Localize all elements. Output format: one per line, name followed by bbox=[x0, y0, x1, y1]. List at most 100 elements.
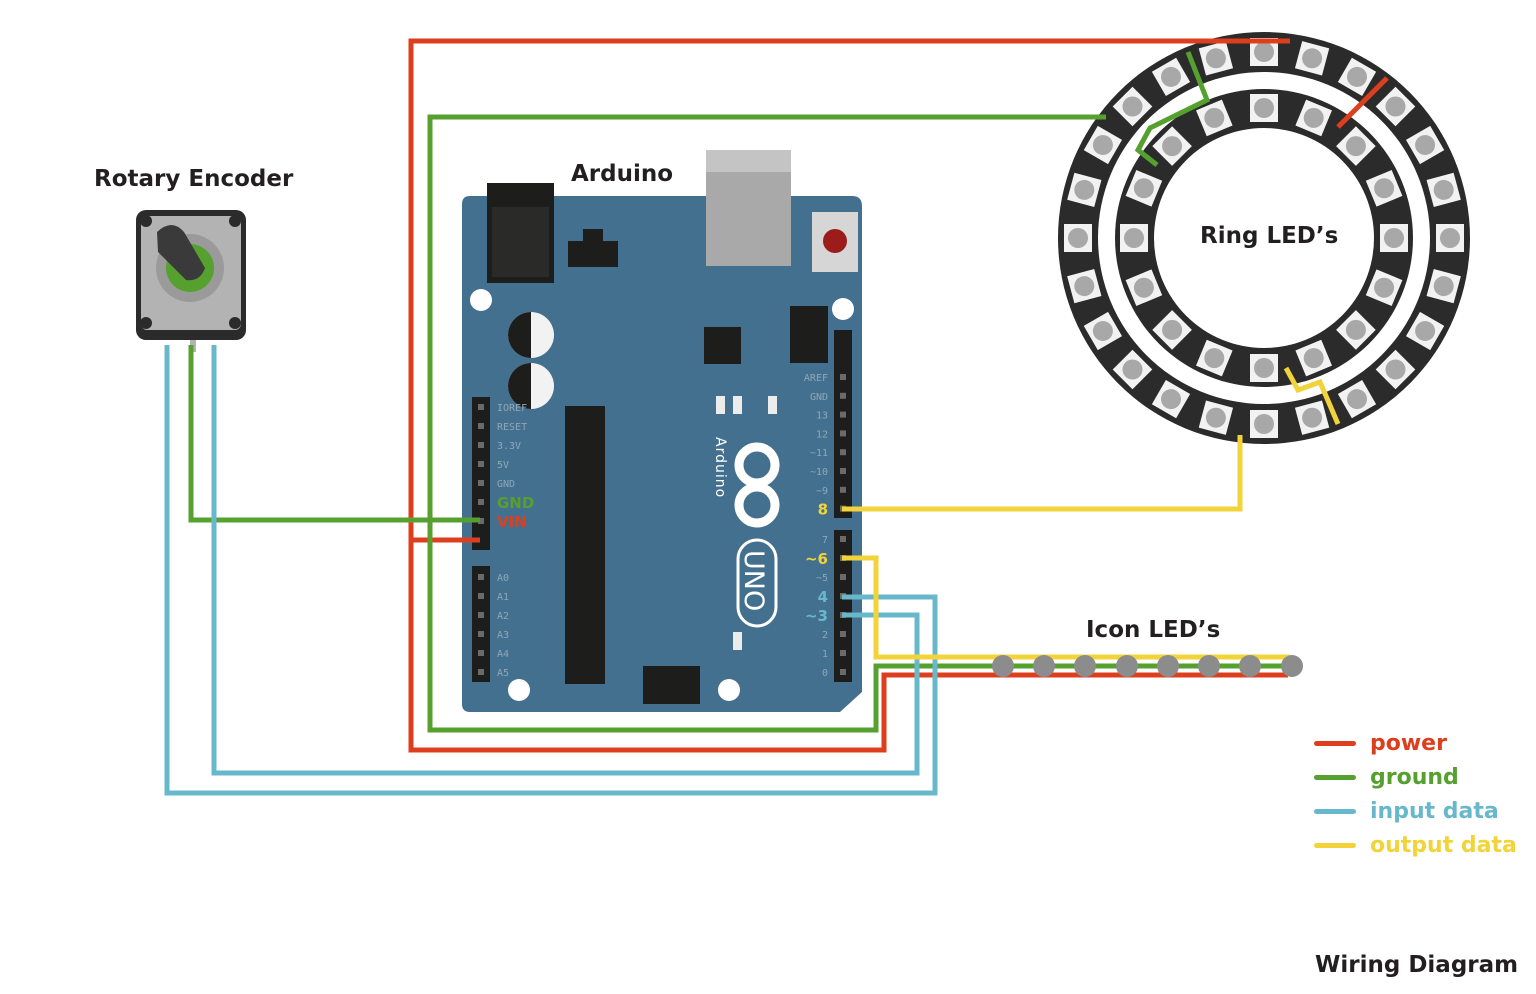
header-pin bbox=[478, 650, 484, 656]
header-pin bbox=[840, 486, 846, 493]
wire-output-inner bbox=[1283, 366, 1341, 425]
wire-ground-inner bbox=[1134, 51, 1211, 167]
icon-led bbox=[1157, 655, 1179, 677]
ring-led-pixel bbox=[1125, 269, 1163, 306]
ring-led-pixel bbox=[1064, 224, 1092, 252]
rotary-encoder bbox=[136, 210, 246, 352]
atmega-chip bbox=[565, 406, 605, 684]
pin-label-gnd: GND bbox=[497, 494, 534, 512]
pin-label-5: ~5 bbox=[816, 573, 828, 584]
header-pin bbox=[478, 461, 484, 467]
ring-led-pixel bbox=[1405, 311, 1445, 351]
pin-label-13: 13 bbox=[816, 411, 828, 422]
wire-ground-ring bbox=[427, 114, 1106, 520]
pin-label-gnd: GND bbox=[810, 392, 828, 403]
header-pin bbox=[478, 423, 484, 429]
pin-label-7: 7 bbox=[822, 535, 828, 546]
header-pin bbox=[478, 612, 484, 618]
rotary-encoder-label: Rotary Encoder bbox=[94, 166, 294, 192]
header-pin bbox=[840, 631, 846, 637]
ring-led-board bbox=[1058, 32, 1470, 444]
header-power bbox=[472, 397, 490, 550]
header-pin bbox=[840, 374, 846, 380]
arduino-label: Arduino bbox=[571, 161, 674, 187]
icon-led bbox=[1074, 655, 1096, 677]
header-analog bbox=[472, 566, 490, 682]
pin-label-1: 1 bbox=[822, 649, 828, 660]
legend-item-output-data: output data bbox=[1314, 830, 1517, 860]
pin-label-4: 4 bbox=[818, 588, 828, 606]
ring-led-pixel bbox=[1151, 379, 1191, 419]
pin-label-gnd: GND bbox=[497, 479, 515, 490]
ring-led-pixel bbox=[1426, 268, 1461, 304]
board-model: UNO bbox=[738, 550, 769, 611]
pin-label-9: ~9 bbox=[816, 486, 828, 497]
ring-led-pixel bbox=[1405, 125, 1445, 165]
legend-swatch-ground bbox=[1314, 774, 1356, 780]
legend-label-ground: ground bbox=[1370, 764, 1459, 790]
ring-led-pixel bbox=[1067, 268, 1102, 304]
pin-label-ioref: IOREF bbox=[497, 403, 527, 414]
pin-label-a4: A4 bbox=[497, 649, 509, 660]
header-pin bbox=[478, 593, 484, 599]
legend-swatch-power bbox=[1314, 740, 1356, 746]
header-pin bbox=[478, 499, 484, 505]
icon-led-strip bbox=[992, 655, 1303, 677]
ring-led-pixel bbox=[1294, 41, 1330, 76]
header-pin bbox=[840, 669, 846, 675]
header-pin bbox=[840, 392, 846, 399]
header-pin bbox=[840, 449, 846, 456]
ring-led-pixel bbox=[1125, 170, 1163, 207]
header-pin bbox=[478, 480, 484, 486]
ring-led-pixel bbox=[1436, 224, 1464, 252]
header-pin bbox=[840, 574, 846, 580]
pin-label-2: 2 bbox=[822, 630, 828, 641]
legend-label-power: power bbox=[1370, 730, 1447, 756]
header-digital-bottom bbox=[834, 530, 852, 682]
wire-power-icon bbox=[408, 540, 1288, 753]
ring-led-pixel bbox=[1196, 339, 1233, 377]
pin-label-reset: RESET bbox=[497, 422, 527, 433]
ring-led-pixel bbox=[1365, 269, 1403, 306]
header-pin bbox=[478, 631, 484, 637]
legend-label-input-data: input data bbox=[1370, 798, 1499, 824]
header-pin bbox=[840, 468, 846, 474]
header-pin bbox=[478, 404, 484, 410]
pin-label-a0: A0 bbox=[497, 573, 509, 584]
ring-led-pixel bbox=[1295, 339, 1332, 377]
wire-power-ring bbox=[408, 38, 1290, 543]
icon-led bbox=[1198, 655, 1220, 677]
ring-led-pixel bbox=[1120, 224, 1148, 252]
ring-led-pixel bbox=[1198, 41, 1234, 76]
legend-item-ground: ground bbox=[1314, 762, 1459, 792]
pin-label-0: 0 bbox=[822, 668, 828, 679]
ring-led-pixel bbox=[1365, 170, 1403, 207]
ring-led-pixel bbox=[1294, 400, 1330, 435]
board-brand: Arduino bbox=[712, 437, 728, 498]
ring-led-pixel bbox=[1337, 57, 1377, 97]
ring-led-pixel bbox=[1337, 379, 1377, 419]
ring-led-pixel bbox=[1151, 57, 1191, 97]
legend-label-output-data: output data bbox=[1370, 832, 1517, 858]
wire-ground-encoder bbox=[188, 345, 480, 523]
pin-label-10: ~10 bbox=[810, 467, 828, 478]
icon-leds-label: Icon LED’s bbox=[1086, 617, 1221, 643]
diagram-title: Wiring Diagram bbox=[1315, 952, 1519, 978]
pin-label-8: 8 bbox=[818, 501, 828, 519]
icon-led bbox=[1239, 655, 1261, 677]
icon-led bbox=[1281, 655, 1303, 677]
ring-led-pixel bbox=[1380, 224, 1408, 252]
header-pin bbox=[840, 430, 846, 437]
pin-label-a5: A5 bbox=[497, 668, 509, 679]
ring-led-pixel bbox=[1083, 125, 1123, 165]
pin-label-6: ~6 bbox=[805, 550, 828, 568]
ring-led-pixel bbox=[1067, 172, 1102, 208]
icon-led bbox=[1033, 655, 1055, 677]
header-pin bbox=[840, 411, 846, 418]
header-pin bbox=[478, 518, 484, 524]
wire-power-inner bbox=[1336, 76, 1389, 129]
ring-led-pixel bbox=[1426, 172, 1461, 208]
pin-label-11: ~11 bbox=[810, 448, 828, 459]
legend-swatch-input-data bbox=[1314, 808, 1356, 814]
